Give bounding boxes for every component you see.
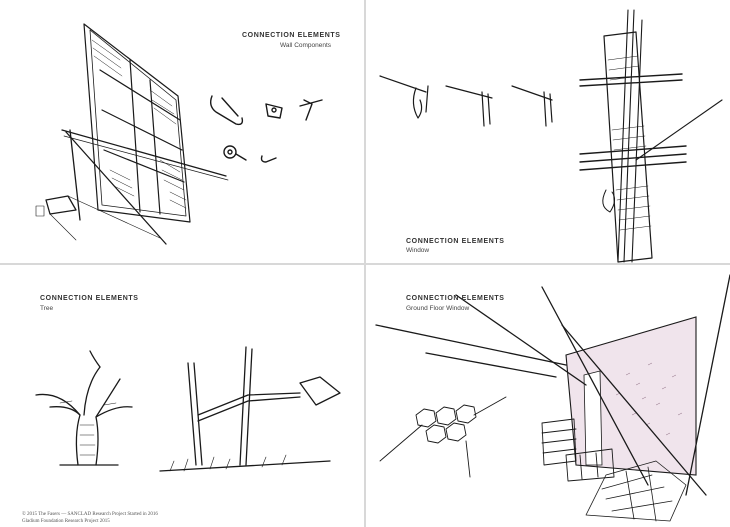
- ground-floor-window-sketch: [375, 274, 730, 522]
- panel-title: CONNECTION ELEMENTS: [406, 238, 505, 245]
- panel-subtitle: Ground Floor Window: [406, 305, 470, 312]
- credits-line-1: © 2015 The Fasers — SANCLAD Research Pro…: [22, 512, 158, 517]
- panel-window: CONNECTION ELEMENTS Window: [366, 0, 730, 263]
- tree-sketch: [35, 346, 341, 472]
- credits: © 2015 The Fasers — SANCLAD Research Pro…: [22, 511, 158, 525]
- panel-wall-components: CONNECTION ELEMENTS Wall Components: [0, 0, 364, 263]
- panel-subtitle: Tree: [40, 305, 54, 312]
- horizontal-divider: [0, 263, 730, 265]
- panel-title: CONNECTION ELEMENTS: [406, 295, 505, 302]
- panel-tree: CONNECTION ELEMENTS Tree © 2015 The Fase…: [0, 265, 364, 527]
- panel-title: CONNECTION ELEMENTS: [242, 32, 341, 39]
- panel-ground-floor-window: CONNECTION ELEMENTS Ground Floor Window: [366, 265, 730, 527]
- wall-components-sketch: [35, 23, 323, 245]
- credits-line-2: Gladium Foundation Research Project 2015: [22, 519, 110, 524]
- panel-subtitle: Window: [406, 247, 430, 254]
- window-sketch: [379, 9, 723, 263]
- panel-title: CONNECTION ELEMENTS: [40, 295, 139, 302]
- panel-subtitle: Wall Components: [280, 42, 332, 49]
